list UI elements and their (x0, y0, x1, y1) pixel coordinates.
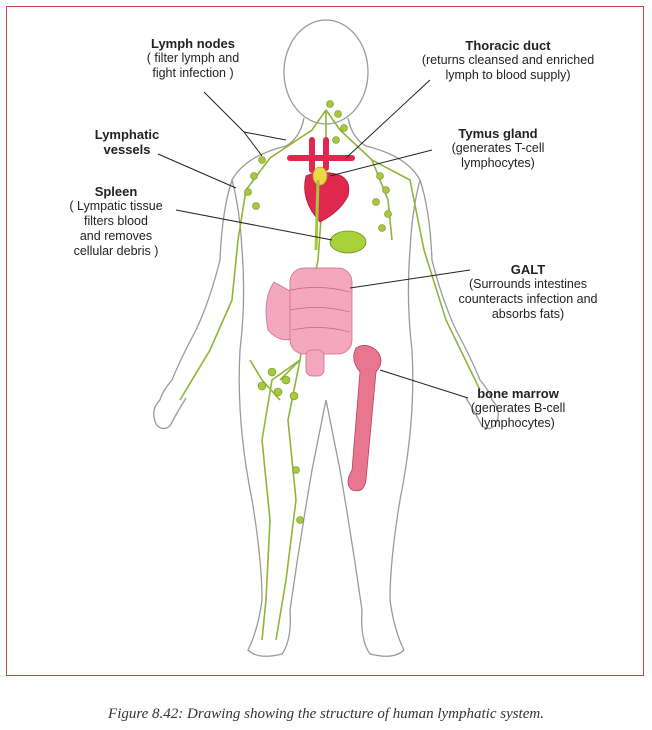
thymus-title: Tymus gland (458, 126, 538, 141)
label-thoracic-duct: Thoracic duct (returns cleansed and enri… (408, 38, 608, 83)
lymphatic-system-drawing (153, 19, 499, 657)
pointer-thoracic-duct (345, 79, 431, 159)
left-hand-outline (153, 397, 187, 430)
thoracic-vessels (287, 137, 355, 173)
thymus-desc-2: lymphocytes) (461, 156, 535, 170)
head-outline (283, 19, 369, 125)
spleen-desc-2: filters blood (84, 214, 148, 228)
lymph-nodes-title: Lymph nodes (150, 36, 236, 51)
thoracic-duct-desc-1: (returns cleansed and enriched (421, 53, 595, 67)
torso-outline (159, 117, 493, 657)
right-hand-outline (465, 397, 499, 430)
thoracic-duct-title: Thoracic duct (465, 38, 551, 53)
pointer-spleen (175, 209, 333, 241)
lymph-node-clusters (244, 100, 392, 524)
lymphatic-vessels-title-2: vessels (103, 142, 151, 157)
femur-bone (347, 345, 382, 492)
spleen-desc-4: cellular debris ) (73, 244, 159, 258)
pointer-bone-marrow (379, 369, 469, 399)
spleen-desc-3: and removes (79, 229, 153, 243)
galt-title: GALT (510, 262, 546, 277)
label-galt: GALT (Surrounds intestines counteracts i… (444, 262, 612, 322)
lymph-nodes-desc-1: ( filter lymph and (146, 51, 240, 65)
spleen-organ (329, 230, 367, 254)
pointer-lymph-nodes (203, 91, 287, 157)
pointer-galt (349, 269, 471, 289)
thoracic-duct-line (314, 179, 320, 251)
lymph-vessel-network (179, 109, 481, 641)
thoracic-duct-desc-2: lymph to blood supply) (445, 68, 571, 82)
label-lymphatic-vessels: Lymphatic vessels (72, 127, 182, 157)
label-pointer-lines (157, 79, 471, 399)
thymus-gland (312, 166, 328, 186)
intestines (265, 267, 353, 377)
pointer-lymphatic-vessels (157, 153, 237, 189)
lymphatic-vessels-title: Lymphatic (94, 127, 160, 142)
bone-marrow-title: bone marrow (477, 386, 559, 401)
label-thymus: Tymus gland (generates T-cell lymphocyte… (428, 126, 568, 171)
figure-caption: Figure 8.42: Drawing showing the structu… (108, 706, 544, 722)
label-lymph-nodes: Lymph nodes ( filter lymph and fight inf… (118, 36, 268, 81)
galt-desc-1: (Surrounds intestines (468, 277, 588, 291)
thymus-desc-1: (generates T-cell (451, 141, 545, 155)
label-spleen: Spleen ( Lympatic tissue filters blood a… (54, 184, 178, 259)
pointer-thymus (329, 149, 433, 177)
lymph-nodes-desc-2: fight infection ) (152, 66, 234, 80)
bone-marrow-desc-1: (generates B-cell (470, 401, 566, 415)
spleen-desc-1: ( Lympatic tissue (69, 199, 163, 213)
label-bone-marrow: bone marrow (generates B-cell lymphocyte… (456, 386, 580, 431)
spleen-title: Spleen (94, 184, 138, 199)
galt-desc-2: counteracts infection and (458, 292, 598, 306)
bone-marrow-desc-2: lymphocytes) (481, 416, 555, 430)
galt-desc-3: absorbs fats) (491, 307, 565, 321)
